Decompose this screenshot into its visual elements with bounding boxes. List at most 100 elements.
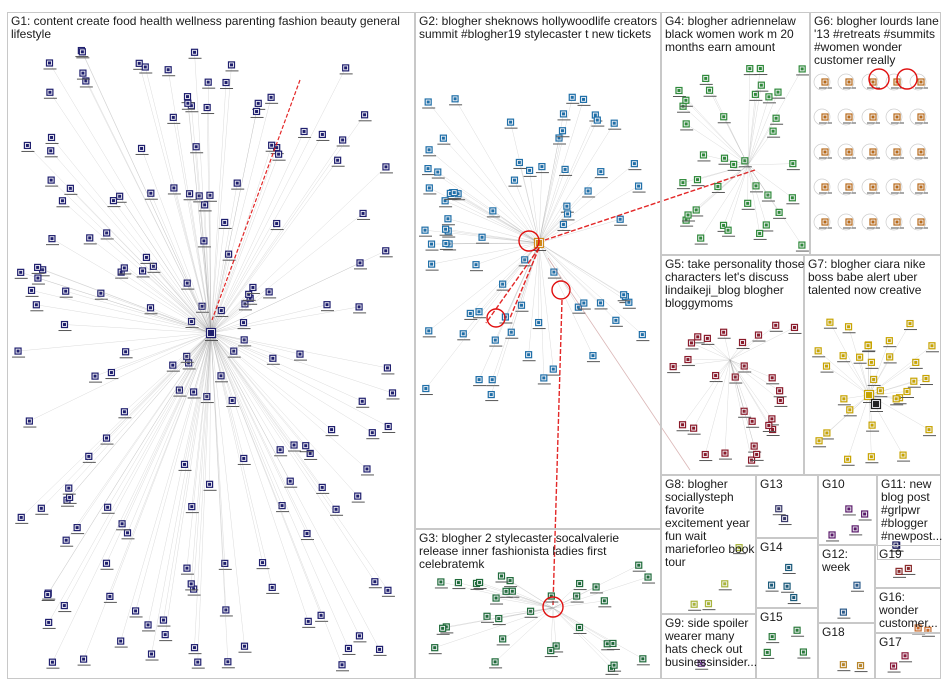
g3-edge xyxy=(440,581,554,609)
g1-edge xyxy=(206,332,212,397)
g1-node-fill xyxy=(358,261,362,265)
g1-edge xyxy=(119,196,212,334)
g1-node-fill xyxy=(47,620,51,624)
g5-edge xyxy=(729,359,752,461)
g1-node-fill xyxy=(223,561,227,565)
g6-node-loop xyxy=(813,108,831,126)
g2-node-fill xyxy=(614,318,618,322)
g1-edge xyxy=(210,332,229,662)
g3-node-fill xyxy=(439,580,443,584)
g4-node-fill xyxy=(681,181,685,185)
g1-edge xyxy=(124,332,212,412)
g1-node-fill xyxy=(229,63,233,67)
g1-edge xyxy=(194,332,212,648)
cluster-panel-g8 xyxy=(661,475,756,614)
g4-node-fill xyxy=(748,67,752,71)
g2-edge xyxy=(454,98,540,244)
g1-edge xyxy=(191,332,212,507)
g4-edge xyxy=(686,123,749,166)
g1-edge xyxy=(18,332,212,352)
g5-node-fill xyxy=(771,428,775,432)
g1-edge xyxy=(100,293,212,334)
g2-node-fill xyxy=(542,376,546,380)
g2-node-fill xyxy=(501,282,505,286)
g4-edge xyxy=(747,94,756,166)
g2-node-fill xyxy=(566,212,570,216)
g1-node-fill xyxy=(87,454,91,458)
g6-node-loop xyxy=(837,108,855,126)
g1-edge xyxy=(51,137,212,334)
g1-edge xyxy=(49,62,212,334)
g1-node-fill xyxy=(25,143,29,147)
g7-edge xyxy=(868,344,870,396)
g1-edge xyxy=(203,240,212,334)
g1-edge xyxy=(82,51,212,334)
g3-edge xyxy=(494,607,554,663)
g1-node-fill xyxy=(27,419,31,423)
g2-node-fill xyxy=(560,129,564,133)
g8-node-fill xyxy=(692,602,696,606)
g3-node-fill xyxy=(529,609,533,613)
g7-edge xyxy=(829,322,870,396)
cluster-label-g13: G13 xyxy=(760,477,783,491)
g3-edge xyxy=(552,576,649,609)
g2-node-fill xyxy=(593,113,597,117)
g6-node-fill xyxy=(919,185,923,189)
g18-node-fill xyxy=(841,663,845,667)
g2-edge xyxy=(448,230,540,244)
g4-edge xyxy=(685,164,749,221)
g1-node-fill xyxy=(357,634,361,638)
g4-edge xyxy=(747,118,777,166)
g3-node-fill xyxy=(508,579,512,583)
g1-edge xyxy=(210,166,387,334)
g2-edge xyxy=(457,193,540,244)
g1-node-fill xyxy=(242,321,246,325)
g2-edge xyxy=(463,242,540,334)
g1-node-fill xyxy=(109,371,113,375)
g7-node-fill xyxy=(848,408,852,412)
g6-node-loop xyxy=(837,73,855,91)
g4-node-fill xyxy=(726,228,730,232)
g15-node-fill xyxy=(765,650,769,654)
g6-node-fill xyxy=(919,150,923,154)
g1-node-fill xyxy=(205,106,209,110)
g5-node-fill xyxy=(778,398,782,402)
g1-edge xyxy=(106,332,212,564)
g3-node-fill xyxy=(499,574,503,578)
g2-edge xyxy=(538,190,589,244)
g1-node-fill xyxy=(161,618,165,622)
g3-node-fill xyxy=(575,594,579,598)
g1-edge xyxy=(210,332,393,394)
g2-edge xyxy=(470,242,540,314)
g2-edge xyxy=(443,138,540,244)
g4-edge xyxy=(747,164,769,196)
g1-edge xyxy=(210,306,360,334)
g14-node-fill xyxy=(770,583,774,587)
g1-node-fill xyxy=(105,231,109,235)
g1-edge xyxy=(51,238,212,334)
g1-edge xyxy=(210,332,373,433)
g1-edge xyxy=(65,290,212,334)
g1-edge xyxy=(62,200,212,334)
cluster-panel-g19 xyxy=(875,545,941,588)
g1-edge xyxy=(64,332,212,606)
g1-node-fill xyxy=(84,79,88,83)
g1-node-fill xyxy=(202,239,206,243)
g7-node-fill xyxy=(824,364,828,368)
g1-node-fill xyxy=(49,149,53,153)
g6-node-fill xyxy=(895,220,899,224)
g1-edge xyxy=(210,332,343,665)
g1-edge xyxy=(94,332,212,377)
g1-edge xyxy=(37,267,212,334)
g1-edge xyxy=(210,183,238,334)
g5-node-fill xyxy=(742,364,746,368)
g1-edge xyxy=(210,332,295,446)
g2-node-fill xyxy=(551,367,555,371)
g1-edge xyxy=(47,332,212,595)
g6-node-fill xyxy=(823,220,827,224)
g5-edge xyxy=(729,334,759,361)
g5-edge xyxy=(729,359,780,391)
g1-edge xyxy=(127,332,212,533)
g1-node-fill xyxy=(304,444,308,448)
g2-node-fill xyxy=(540,165,544,169)
